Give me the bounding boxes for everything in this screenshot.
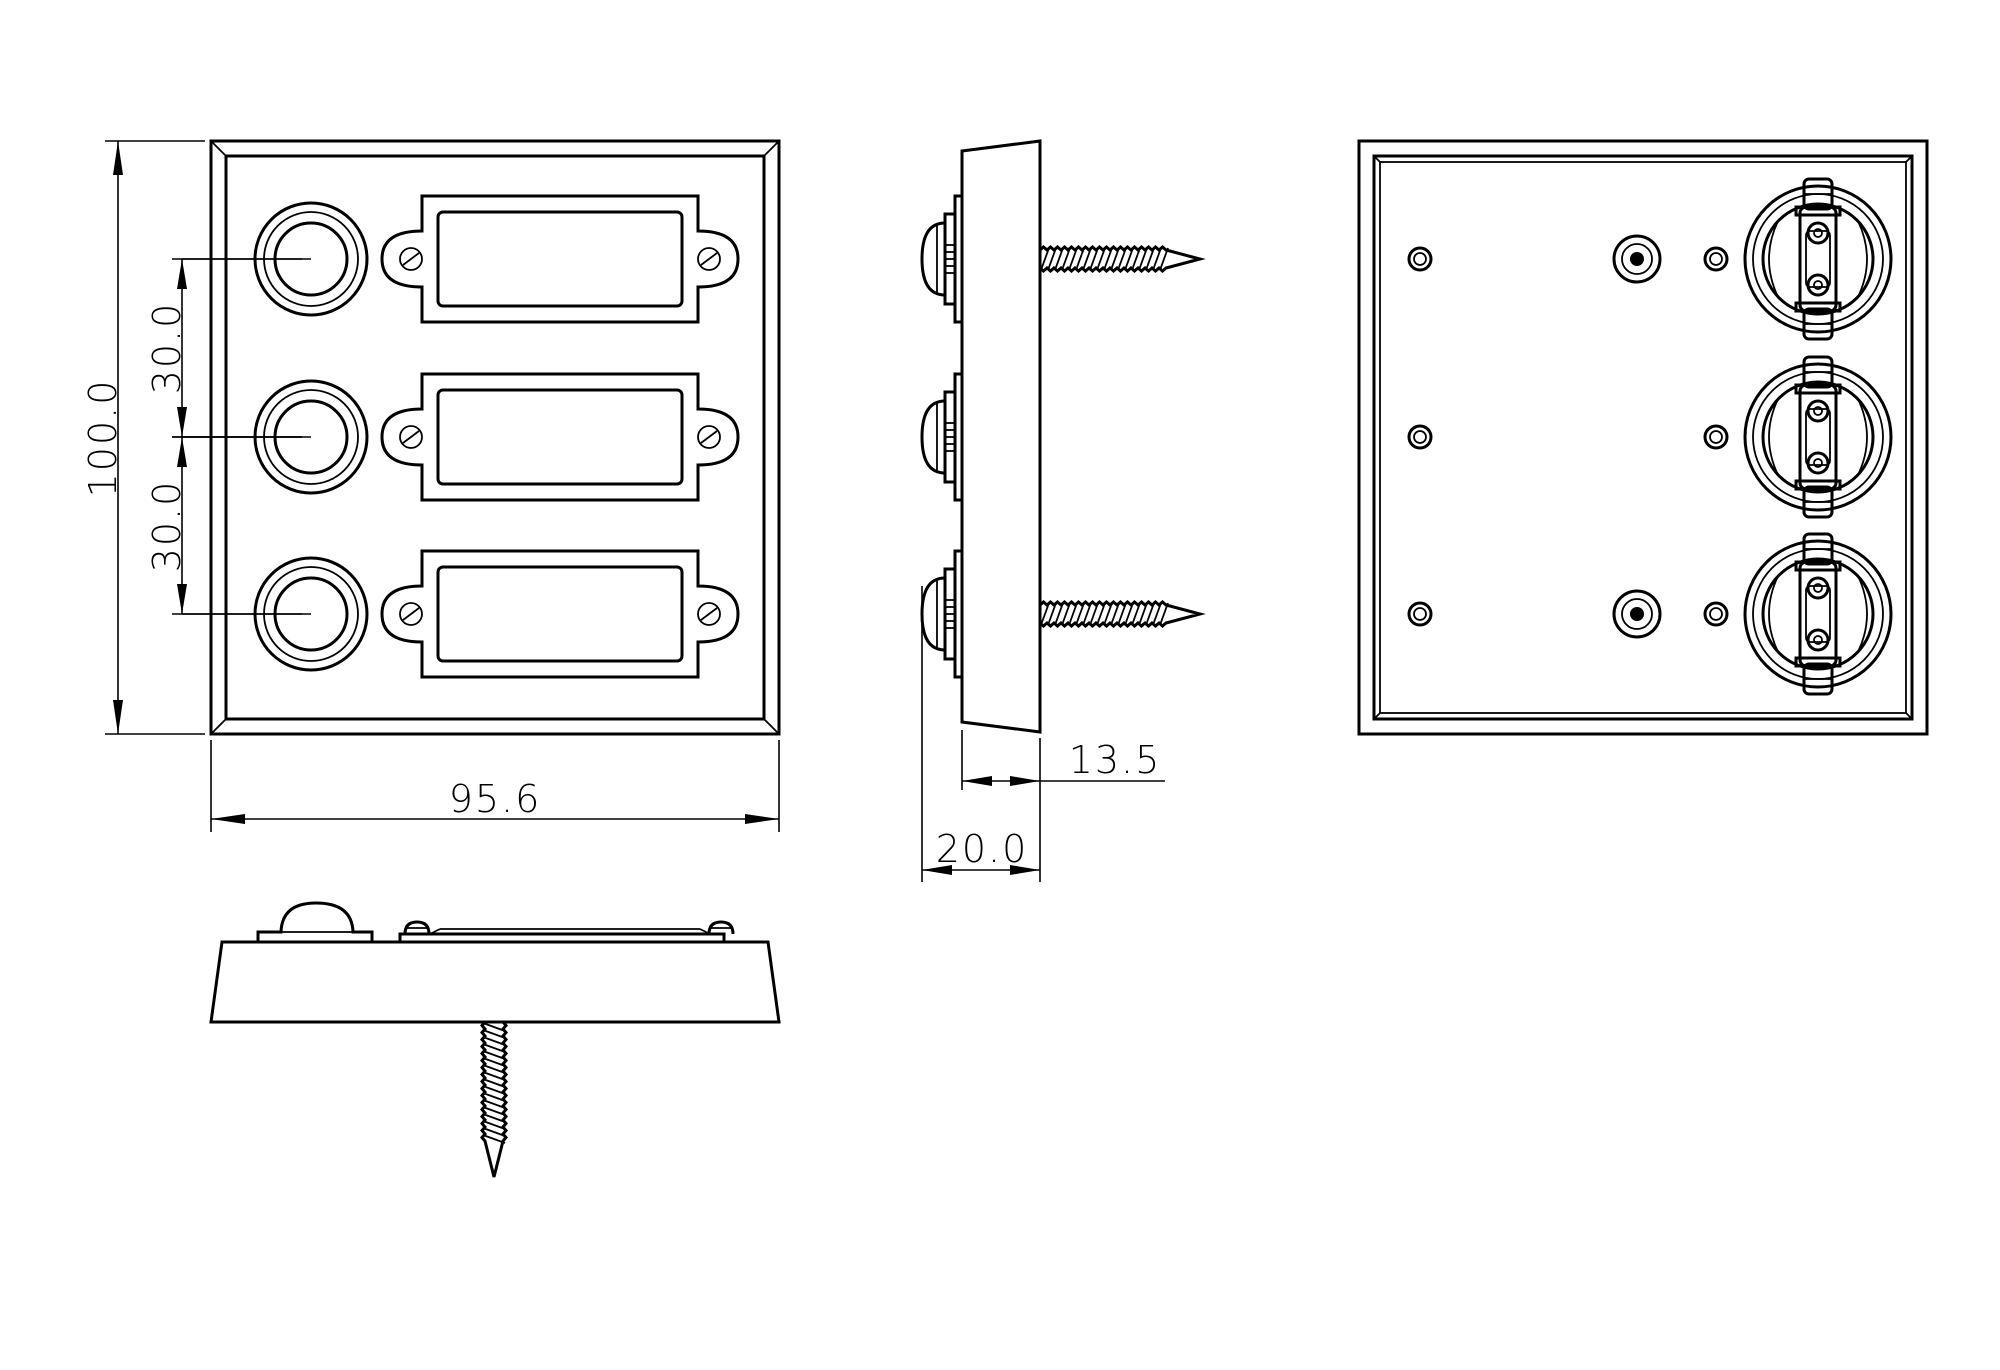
dim-width-total-label: 95.6 (449, 777, 542, 821)
back-inner-frame (1372, 154, 1914, 721)
name-plate-screw-slot-left-3 (402, 607, 420, 621)
back-small-hole-4 (1703, 424, 1729, 450)
bell-socket-3 (1743, 532, 1893, 696)
dim-width-total: 95.6 (210, 740, 780, 832)
name-plate-screw-left-1 (399, 247, 423, 271)
bell-socket-outer-1 (1743, 184, 1893, 334)
bell-socket-terminal-top-2 (1806, 399, 1830, 423)
bottom-nameplate (398, 932, 726, 942)
name-plate-screw-right-3 (697, 602, 721, 626)
name-plate-screw-slot-right-2 (700, 430, 718, 444)
bell-socket-terminal-bottom-3 (1806, 628, 1830, 652)
bottom-screw-head-right (707, 920, 735, 935)
side-body (960, 139, 1042, 734)
dim-spacing-upper: 30.0 (145, 258, 302, 438)
bell-socket-terminal-top-1 (1806, 221, 1830, 245)
back-view (1357, 139, 1929, 736)
bottom-mount-screw (480, 1020, 508, 1178)
dim-spacing-lower-label: 30.0 (145, 480, 189, 573)
side-button-1 (920, 194, 962, 324)
dim-total-depth-label: 20.0 (936, 827, 1029, 871)
back-small-hole-6 (1703, 601, 1729, 627)
side-button-cap-2 (920, 399, 946, 475)
bell-socket-2 (1743, 355, 1893, 519)
back-small-hole-5 (1407, 601, 1433, 627)
name-plate-screw-slot-right-1 (700, 252, 718, 266)
bottom-nameplate-top-edge (429, 928, 441, 935)
bottom-button (256, 901, 374, 942)
bell-socket-terminal-bottom-1 (1806, 273, 1830, 297)
back-bevel-corners (1373, 155, 1913, 720)
name-plate-screw-slot-right-3 (700, 607, 718, 621)
bell-socket-terminal-bottom-2 (1806, 451, 1830, 475)
dimensions: 100.0 30.0 30.0 95.6 (81, 140, 1165, 882)
name-plate-window-2 (436, 388, 684, 486)
back-inner-frame-2 (1379, 161, 1907, 714)
side-screws (1038, 245, 1206, 628)
dim-body-depth-label: 13.5 (1069, 738, 1162, 782)
back-bell-sockets (1743, 177, 1893, 696)
dim-spacing-lower: 30.0 (145, 436, 302, 615)
side-mount-screw-upper (1038, 245, 1206, 273)
dim-body-depth: 13.5 (961, 730, 1165, 790)
front-bevel-corners (210, 140, 780, 735)
bottom-body (209, 940, 781, 1024)
bell-socket-outer-2 (1743, 362, 1893, 512)
side-view (920, 139, 1206, 734)
back-holes (1407, 234, 1729, 639)
name-plate-screw-slot-left-1 (402, 252, 420, 266)
side-button-2 (920, 372, 962, 502)
dim-total-depth: 20.0 (921, 586, 1041, 882)
name-plate-screw-left-3 (399, 602, 423, 626)
bell-socket-outer-3 (1743, 539, 1893, 689)
name-plate-frame-1 (380, 194, 740, 324)
name-plate-window-1 (436, 210, 684, 308)
name-plate-screw-left-2 (399, 425, 423, 449)
back-small-hole-3 (1407, 424, 1433, 450)
side-button-cap-3 (920, 576, 946, 652)
name-plate-screw-right-1 (697, 247, 721, 271)
back-outer-frame (1357, 139, 1929, 736)
back-small-hole-2 (1703, 246, 1729, 272)
name-plate-screw-slot-left-2 (402, 430, 420, 444)
side-mount-screw-lower (1038, 600, 1206, 628)
name-plate-screw-right-2 (697, 425, 721, 449)
back-mount-hole-1 (1612, 234, 1662, 284)
side-button-cap-1 (920, 221, 946, 297)
name-plate-window-3 (436, 565, 684, 663)
bottom-view (209, 901, 781, 1178)
bottom-screw-head-left (403, 920, 431, 935)
side-button-3 (920, 549, 962, 679)
dim-spacing-upper-label: 30.0 (145, 302, 189, 395)
dim-height-total: 100.0 (81, 140, 205, 735)
bell-socket-terminal-top-3 (1806, 576, 1830, 600)
side-buttons (920, 194, 962, 679)
name-plate-frame-3 (380, 549, 740, 679)
bottom-screw-thread (480, 1020, 508, 1178)
bell-socket-1 (1743, 177, 1893, 341)
dim-height-total-label: 100.0 (81, 379, 125, 498)
back-small-hole-1 (1407, 246, 1433, 272)
back-mount-hole-2 (1612, 589, 1662, 639)
name-plate-frame-2 (380, 372, 740, 502)
